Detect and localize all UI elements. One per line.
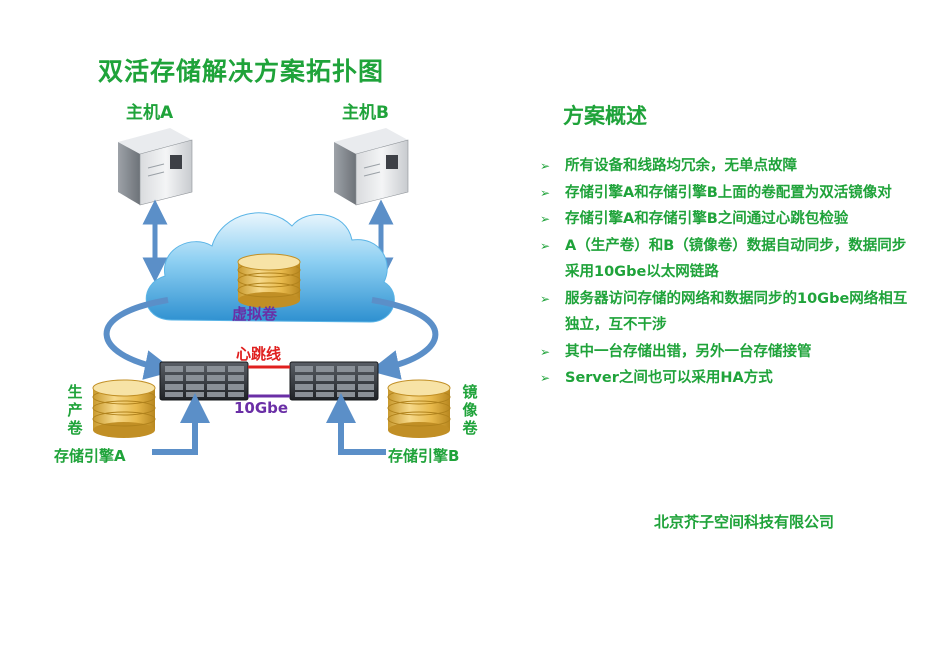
engine-a-access-arrow [152,393,210,455]
virtual-volume-label: 虚拟卷 [232,305,278,323]
mirror-volume-label: 镜像卷 [462,383,478,437]
arrow-bullet-icon: ➢ [540,159,551,173]
virtual-volume-disk-icon [237,253,301,308]
arrow-bullet-icon: ➢ [540,238,551,253]
mirror-volume-disk-icon [387,379,451,438]
arrow-bullet-icon: ➢ [540,185,551,200]
overview-item-text: Server之间也可以采用HA方式 [565,370,773,386]
overview-item-text: 其中一台存储出错，另外一台存储接管 [565,343,812,360]
cloud-to-engine-b-arrow [369,297,439,380]
host-b-server-icon [334,128,409,206]
overview-item: ➢ Server之间也可以采用HA方式 [540,365,920,392]
engine-a-label: 存储引擎A [54,447,126,465]
overview-title: 方案概述 [563,104,647,128]
arrow-bullet-icon: ➢ [540,291,551,306]
overview-item-text: 服务器访问存储的网络和数据同步的10Gbe网络相互独立，互不干涉 [565,290,908,334]
overview-item-text: 存储引擎A和存储引擎B上面的卷配置为双活镜像对 [565,184,892,201]
host-a-label: 主机A [126,103,174,123]
overview-item: ➢ 其中一台存储出错，另外一台存储接管 [540,339,920,366]
diagram-title: 双活存储解决方案拓扑图 [98,57,385,86]
overview-item-text: 存储引擎A和存储引擎B之间通过心跳包检验 [565,211,849,227]
host-a-server-icon [118,128,193,206]
engine-b-label: 存储引擎B [388,447,460,465]
host-b-label: 主机B [342,103,389,123]
arrow-bullet-icon: ➢ [540,212,551,226]
overview-item-text: A（生产卷）和B（镜像卷）数据自动同步，数据同步采用10Gbe以太网链路 [565,237,907,281]
arrow-bullet-icon: ➢ [540,344,551,359]
overview-list: ➢ 所有设备和线路均冗余，无单点故障 ➢ 存储引擎A和存储引擎B上面的卷配置为双活镜… [540,153,920,392]
heartbeat-label: 心跳线 [236,345,282,363]
arrow-bullet-icon: ➢ [540,371,551,385]
engine-b-access-arrow [326,393,386,455]
production-volume-disk-icon [92,379,156,438]
network-10gbe-label: 10Gbe [234,399,289,417]
storage-engine-a-rack-icon [159,361,249,401]
overview-item-text: 所有设备和线路均冗余，无单点故障 [565,158,797,174]
production-volume-label: 生产卷 [67,383,83,437]
overview-item: ➢ 存储引擎A和存储引擎B上面的卷配置为双活镜像对 [540,180,920,207]
overview-item: ➢ A（生产卷）和B（镜像卷）数据自动同步，数据同步采用10Gbe以太网链路 [540,233,920,286]
overview-item: ➢ 存储引擎A和存储引擎B之间通过心跳包检验 [540,206,920,233]
overview-item: ➢ 服务器访问存储的网络和数据同步的10Gbe网络相互独立，互不干涉 [540,286,920,339]
overview-item: ➢ 所有设备和线路均冗余，无单点故障 [540,153,920,180]
storage-engine-b-rack-icon [289,361,379,401]
company-name: 北京芥子空间科技有限公司 [654,513,835,531]
cloud-to-engine-a-arrow [103,297,175,380]
